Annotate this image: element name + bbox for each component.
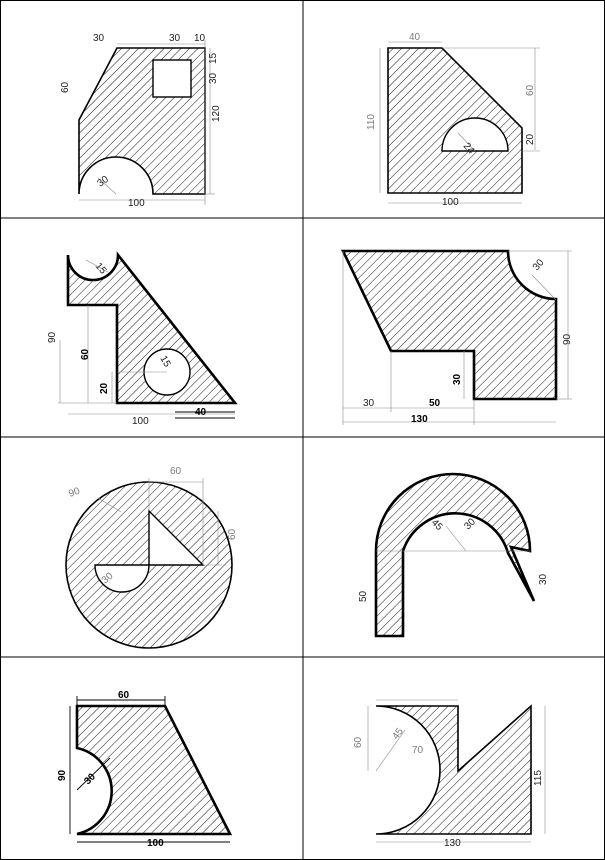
dim-label: 50 [429,398,441,409]
dim-label: 30 [531,257,547,273]
dim-label: 60 [118,690,130,701]
dim-label: 60 [170,466,182,477]
drawing-6: 45 30 50 30 [358,472,549,638]
triangle-hole [148,509,205,566]
semicircle-hole [94,564,150,593]
dim-label: 60 [227,528,238,540]
drawing-2: 40 60 110 24 20 100 [366,32,540,208]
dim-label: 15 [93,261,109,277]
dim-label: 50 [358,590,369,602]
dim-label: 40 [409,32,421,43]
drawing-3: 15 90 60 15 20 100 40 [47,251,238,427]
drawing-7: 60 90 30 100 [57,690,233,849]
dim-label: 130 [444,838,461,849]
dim-label: 100 [147,838,164,849]
dim-label: 60 [353,736,364,748]
dim-label: 100 [128,198,145,209]
drawing-5: 90 60 60 30 [65,466,238,649]
dim-label: 30 [95,174,111,190]
dim-label: 30 [93,33,105,44]
dim-label: 90 [67,486,82,500]
dim-label: 45 [390,726,406,742]
dim-label: 20 [525,133,536,145]
dim-label: 70 [412,745,424,756]
dim-label: 100 [132,416,149,427]
drawing-8: 70 60 45 115 130 [353,699,546,849]
dim-label: 30 [82,771,98,787]
dim-label: 115 [533,770,544,786]
dim-label: 60 [80,348,91,360]
dim-label: 110 [366,114,377,130]
dim-label: 100 [442,197,459,208]
drawing-1: 30 30 10 15 30 60 120 30 100 [60,33,222,209]
dim-label: 120 [211,105,222,122]
dim-label: 10 [194,33,206,44]
dim-label: 90 [562,333,573,345]
dim-label: 60 [60,81,71,93]
dim-label: 30 [363,398,375,409]
dim-label: 20 [99,382,110,394]
square-hole [152,59,192,98]
dim-label: 15 [208,52,219,64]
semicircle-hole [441,117,509,152]
dim-label: 30 [538,573,549,585]
dim-label: 30 [452,373,463,385]
dim-label: 90 [47,331,58,343]
dim-label: 40 [195,407,207,418]
dim-label: 60 [525,84,536,96]
dim-label: 90 [57,769,68,781]
dim-label: 130 [411,414,428,425]
dim-label: 30 [208,72,219,84]
dim-label: 30 [169,33,181,44]
dim-label: 15 [157,354,172,370]
drawing-4: 30 90 30 30 50 130 [340,249,573,425]
